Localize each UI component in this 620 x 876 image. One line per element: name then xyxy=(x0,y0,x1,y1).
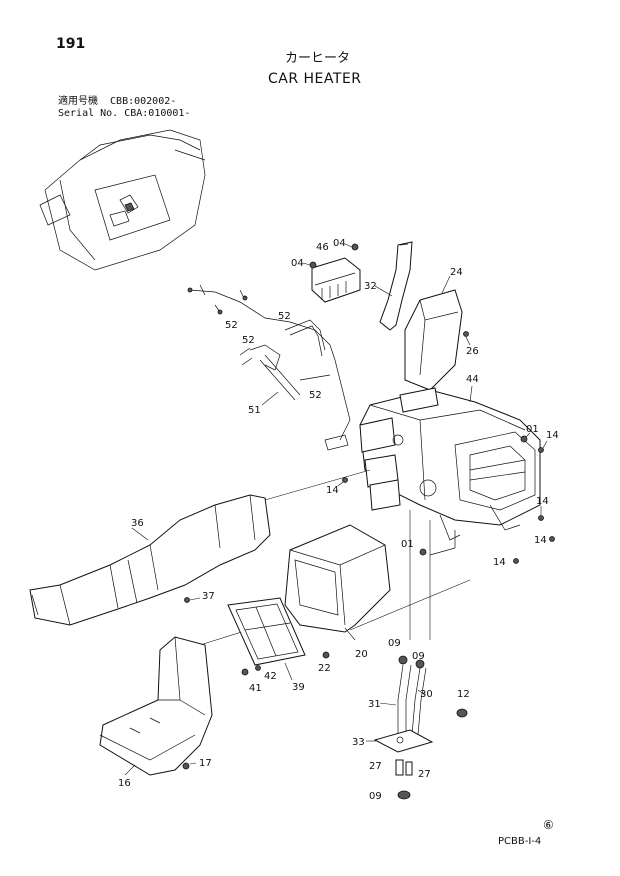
serial-info: 適用号機 CBB:002002- Serial No. CBA:010001- xyxy=(58,96,190,120)
callout-44: 44 xyxy=(466,374,479,385)
callout-24: 24 xyxy=(450,267,463,278)
callout-37: 37 xyxy=(202,591,215,602)
pipe-51 xyxy=(259,319,326,406)
bolt-04-top xyxy=(344,243,359,251)
screw-01-mid xyxy=(419,530,456,556)
part-32-duct xyxy=(374,241,413,331)
wire-harness-52 xyxy=(187,284,351,451)
part-24-vent xyxy=(404,275,463,391)
machine-locator-sketch xyxy=(39,129,206,271)
watermark-symbol: ⑥ xyxy=(543,818,554,832)
callout-27-a: 27 xyxy=(369,761,382,772)
callout-52-b: 52 xyxy=(225,320,238,331)
part-36-duct xyxy=(29,494,271,626)
callout-41: 41 xyxy=(249,683,262,694)
screw-14-bottom xyxy=(513,536,555,564)
clip-27 xyxy=(395,759,413,776)
callout-52-d: 52 xyxy=(309,390,322,401)
screw-22 xyxy=(322,651,330,659)
callout-30: 30 xyxy=(420,689,433,700)
callout-39: 39 xyxy=(292,682,305,693)
callout-09-c: 09 xyxy=(369,791,382,802)
screw-14-lowright xyxy=(538,506,544,521)
callout-04-left: 04 xyxy=(291,258,304,269)
callout-31: 31 xyxy=(368,699,381,710)
part-16-duct xyxy=(99,636,213,776)
callout-01-right: 01 xyxy=(526,424,539,435)
callout-20: 20 xyxy=(355,649,368,660)
callout-17: 17 xyxy=(199,758,212,769)
callout-04-top: 04 xyxy=(333,238,346,249)
callout-42: 42 xyxy=(264,671,277,682)
screw-26 xyxy=(463,331,471,346)
callout-09-a: 09 xyxy=(388,638,401,649)
title-japanese: カーヒータ xyxy=(285,51,351,66)
plate-33 xyxy=(366,729,434,753)
serial-line-2: Serial No. CBA:010001- xyxy=(58,108,191,119)
callout-33: 33 xyxy=(352,737,365,748)
callout-14-right: 14 xyxy=(546,430,559,441)
clamp-09-upper xyxy=(398,655,425,669)
callout-26: 26 xyxy=(466,346,479,357)
screw-14-mid xyxy=(337,477,348,487)
callout-36: 36 xyxy=(131,518,144,529)
page-title: CAR HEATER xyxy=(268,71,362,87)
screw-17 xyxy=(182,762,197,770)
page-code: PCBB-I-4 xyxy=(498,836,542,847)
hose-30-31 xyxy=(379,664,427,736)
callout-52-a: 52 xyxy=(278,311,291,322)
callout-14-mid: 14 xyxy=(326,485,339,496)
callout-51: 51 xyxy=(248,405,261,416)
screw-01-right xyxy=(520,432,531,443)
callout-09-b: 09 xyxy=(412,651,425,662)
bolt-04-left xyxy=(302,261,317,269)
callout-14-f: 14 xyxy=(493,557,506,568)
page-number: 191 xyxy=(56,36,86,52)
serial-line-1: 適用号機 CBB:002002- xyxy=(58,96,177,107)
callout-27-b: 27 xyxy=(418,769,431,780)
part-39-filter xyxy=(227,597,306,681)
callout-32: 32 xyxy=(364,281,377,292)
callout-01-mid: 01 xyxy=(401,539,414,550)
callout-14-lowright: 14 xyxy=(536,496,549,507)
part-46-bracket xyxy=(311,257,361,303)
part-44-heater-unit xyxy=(359,385,541,541)
callout-14-e: 14 xyxy=(534,535,547,546)
callout-46: 46 xyxy=(316,242,329,253)
clamp-09-lower xyxy=(397,790,411,800)
cap-12 xyxy=(456,708,468,718)
callout-52-c: 52 xyxy=(242,335,255,346)
callout-12: 12 xyxy=(457,689,470,700)
part-20-filter-case xyxy=(284,524,391,641)
screw-14-right xyxy=(538,440,548,453)
callout-16: 16 xyxy=(118,778,131,789)
callout-22: 22 xyxy=(318,663,331,674)
screw-42-41 xyxy=(241,665,261,676)
screw-37 xyxy=(184,597,201,603)
